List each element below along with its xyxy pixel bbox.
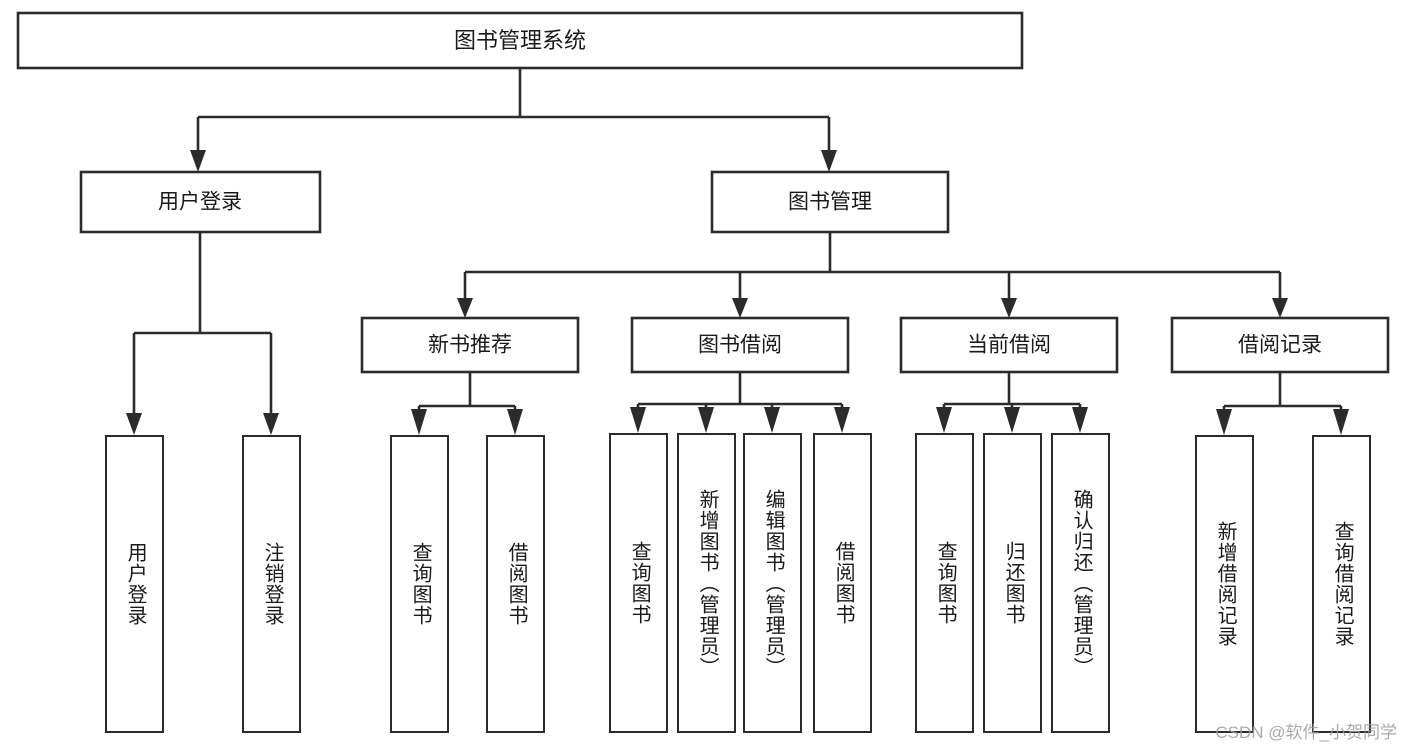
arrow-user-login-leaf-1 [126,413,142,435]
arrow-new-book-leaf-2 [507,409,523,435]
leaf-book-borrow-query[interactable]: 查询图书 [609,433,668,733]
node-user-login[interactable]: 用户登录 [79,170,322,234]
leaf-user-login-logout-label: 注销登录 [261,542,284,626]
arrow-book-borrow-leaf-1 [630,407,646,433]
arrow-current-borrow-leaf-1 [936,407,952,433]
leaf-current-borrow-confirm-label: 确认归还（管理员） [1070,488,1093,678]
arrow-to-user-login [190,150,206,172]
leaf-user-login-login-label: 用户登录 [124,542,147,626]
leaf-book-borrow-add-label: 新增图书（管理员） [696,488,719,678]
node-borrow-record-box [1170,316,1390,374]
leaf-borrow-record-add-label: 新增借阅记录 [1214,521,1237,647]
arrow-user-login-leaf-2 [263,413,279,435]
leaf-current-borrow-return[interactable]: 归还图书 [983,433,1042,733]
node-book-borrow-box [630,316,850,374]
leaf-book-borrow-borrow[interactable]: 借阅图书 [813,433,872,733]
arrow-current-borrow-leaf-2 [1004,407,1020,433]
arrow-book-borrow-leaf-4 [834,407,850,433]
node-book-management-box [710,170,950,234]
arrow-book-borrow-leaf-3 [764,407,780,433]
node-borrow-record[interactable]: 借阅记录 [1170,316,1390,374]
arrow-to-borrow-record [1272,298,1288,318]
arrow-new-book-leaf-1 [411,409,427,435]
arrow-to-book-borrow [732,298,748,318]
leaf-new-book-borrow-label: 借阅图书 [505,542,528,626]
node-root-system-label: 图书管理系统 [454,28,586,53]
leaf-borrow-record-query[interactable]: 查询借阅记录 [1312,435,1371,733]
node-book-management[interactable]: 图书管理 [710,170,950,234]
arrow-book-borrow-leaf-2 [698,407,714,433]
leaf-book-borrow-borrow-label: 借阅图书 [832,541,855,625]
arrow-to-book-mgmt [821,150,837,172]
arrow-borrow-record-leaf-2 [1333,409,1349,435]
leaf-new-book-borrow[interactable]: 借阅图书 [486,435,545,733]
leaf-current-borrow-return-label: 归还图书 [1002,541,1025,625]
node-new-book-recommend[interactable]: 新书推荐 [360,316,580,374]
leaf-book-borrow-edit-label: 编辑图书（管理员） [762,488,785,678]
node-book-management-label: 图书管理 [788,191,872,214]
leaf-current-borrow-confirm[interactable]: 确认归还（管理员） [1051,433,1110,733]
arrow-current-borrow-leaf-3 [1072,407,1088,433]
leaf-book-borrow-query-label: 查询图书 [628,541,651,625]
arrow-to-current-borrow [1001,298,1017,318]
leaf-borrow-record-query-label: 查询借阅记录 [1331,521,1354,647]
leaf-user-login-login[interactable]: 用户登录 [105,435,164,733]
node-new-book-recommend-label: 新书推荐 [428,334,512,357]
leaf-current-borrow-query[interactable]: 查询图书 [915,433,974,733]
leaf-current-borrow-query-label: 查询图书 [934,541,957,625]
arrow-to-new-book [457,298,473,318]
leaf-user-login-logout[interactable]: 注销登录 [242,435,301,733]
node-book-borrow[interactable]: 图书借阅 [630,316,850,374]
leaf-new-book-query[interactable]: 查询图书 [390,435,449,733]
leaf-new-book-query-label: 查询图书 [409,542,432,626]
node-new-book-recommend-box [360,316,580,374]
leaf-borrow-record-add[interactable]: 新增借阅记录 [1195,435,1254,733]
leaf-book-borrow-add[interactable]: 新增图书（管理员） [677,433,736,733]
node-user-login-label: 用户登录 [158,191,242,214]
node-book-borrow-label: 图书借阅 [698,334,782,357]
node-root-system-box [16,11,1024,70]
node-current-borrow[interactable]: 当前借阅 [899,316,1119,374]
node-borrow-record-label: 借阅记录 [1238,334,1322,357]
node-current-borrow-label: 当前借阅 [967,334,1051,357]
arrow-borrow-record-leaf-1 [1216,409,1232,435]
node-root-system[interactable]: 图书管理系统 [16,11,1024,70]
leaf-book-borrow-edit[interactable]: 编辑图书（管理员） [743,433,802,733]
